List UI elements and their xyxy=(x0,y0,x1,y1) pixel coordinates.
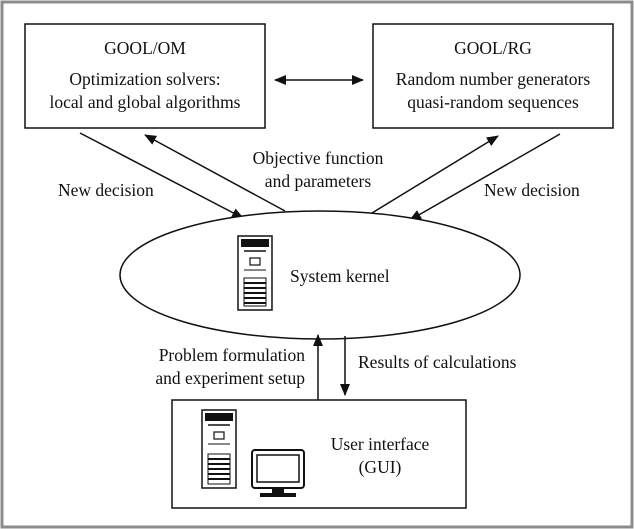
kernel-to-rg-arrow xyxy=(371,135,499,214)
user-interface-box: User interface (GUI) xyxy=(171,399,467,509)
problem-formulation-label-line2: and experiment setup xyxy=(155,368,305,388)
user-interface-label-line2: (GUI) xyxy=(359,457,402,477)
problem-formulation-label-line1: Problem formulation xyxy=(159,345,306,365)
user-interface-label-line1: User interface xyxy=(331,434,430,454)
server-tower-icon xyxy=(237,235,273,311)
gool-rg-box: GOOL/RG Random number generators quasi-r… xyxy=(372,23,614,129)
om-to-kernel-arrow xyxy=(79,132,244,219)
gool-rg-title: GOOL/RG xyxy=(454,38,532,58)
new-decision-right-label: New decision xyxy=(484,180,580,200)
gool-rg-frame xyxy=(372,23,614,129)
kernel-to-om-arrow xyxy=(144,134,286,212)
gool-om-line1: Optimization solvers: xyxy=(69,69,220,89)
server-tower-icon xyxy=(201,409,237,489)
gool-rg-line1: Random number generators xyxy=(396,69,591,89)
objective-function-label-line1: Objective function xyxy=(253,148,384,168)
new-decision-left-label: New decision xyxy=(58,180,154,200)
gool-om-line2: local and global algorithms xyxy=(50,92,241,112)
monitor-icon xyxy=(251,449,305,497)
results-of-calculations-label: Results of calculations xyxy=(358,352,517,372)
system-kernel-node: System kernel xyxy=(119,210,521,340)
system-kernel-label: System kernel xyxy=(290,266,390,286)
gool-om-title: GOOL/OM xyxy=(104,38,186,58)
gool-om-box: GOOL/OM Optimization solvers: local and … xyxy=(24,23,266,129)
gool-rg-line2: quasi-random sequences xyxy=(407,92,579,112)
objective-function-label-line2: and parameters xyxy=(265,171,372,191)
gool-om-frame xyxy=(24,23,266,129)
rg-to-kernel-arrow xyxy=(409,133,561,221)
